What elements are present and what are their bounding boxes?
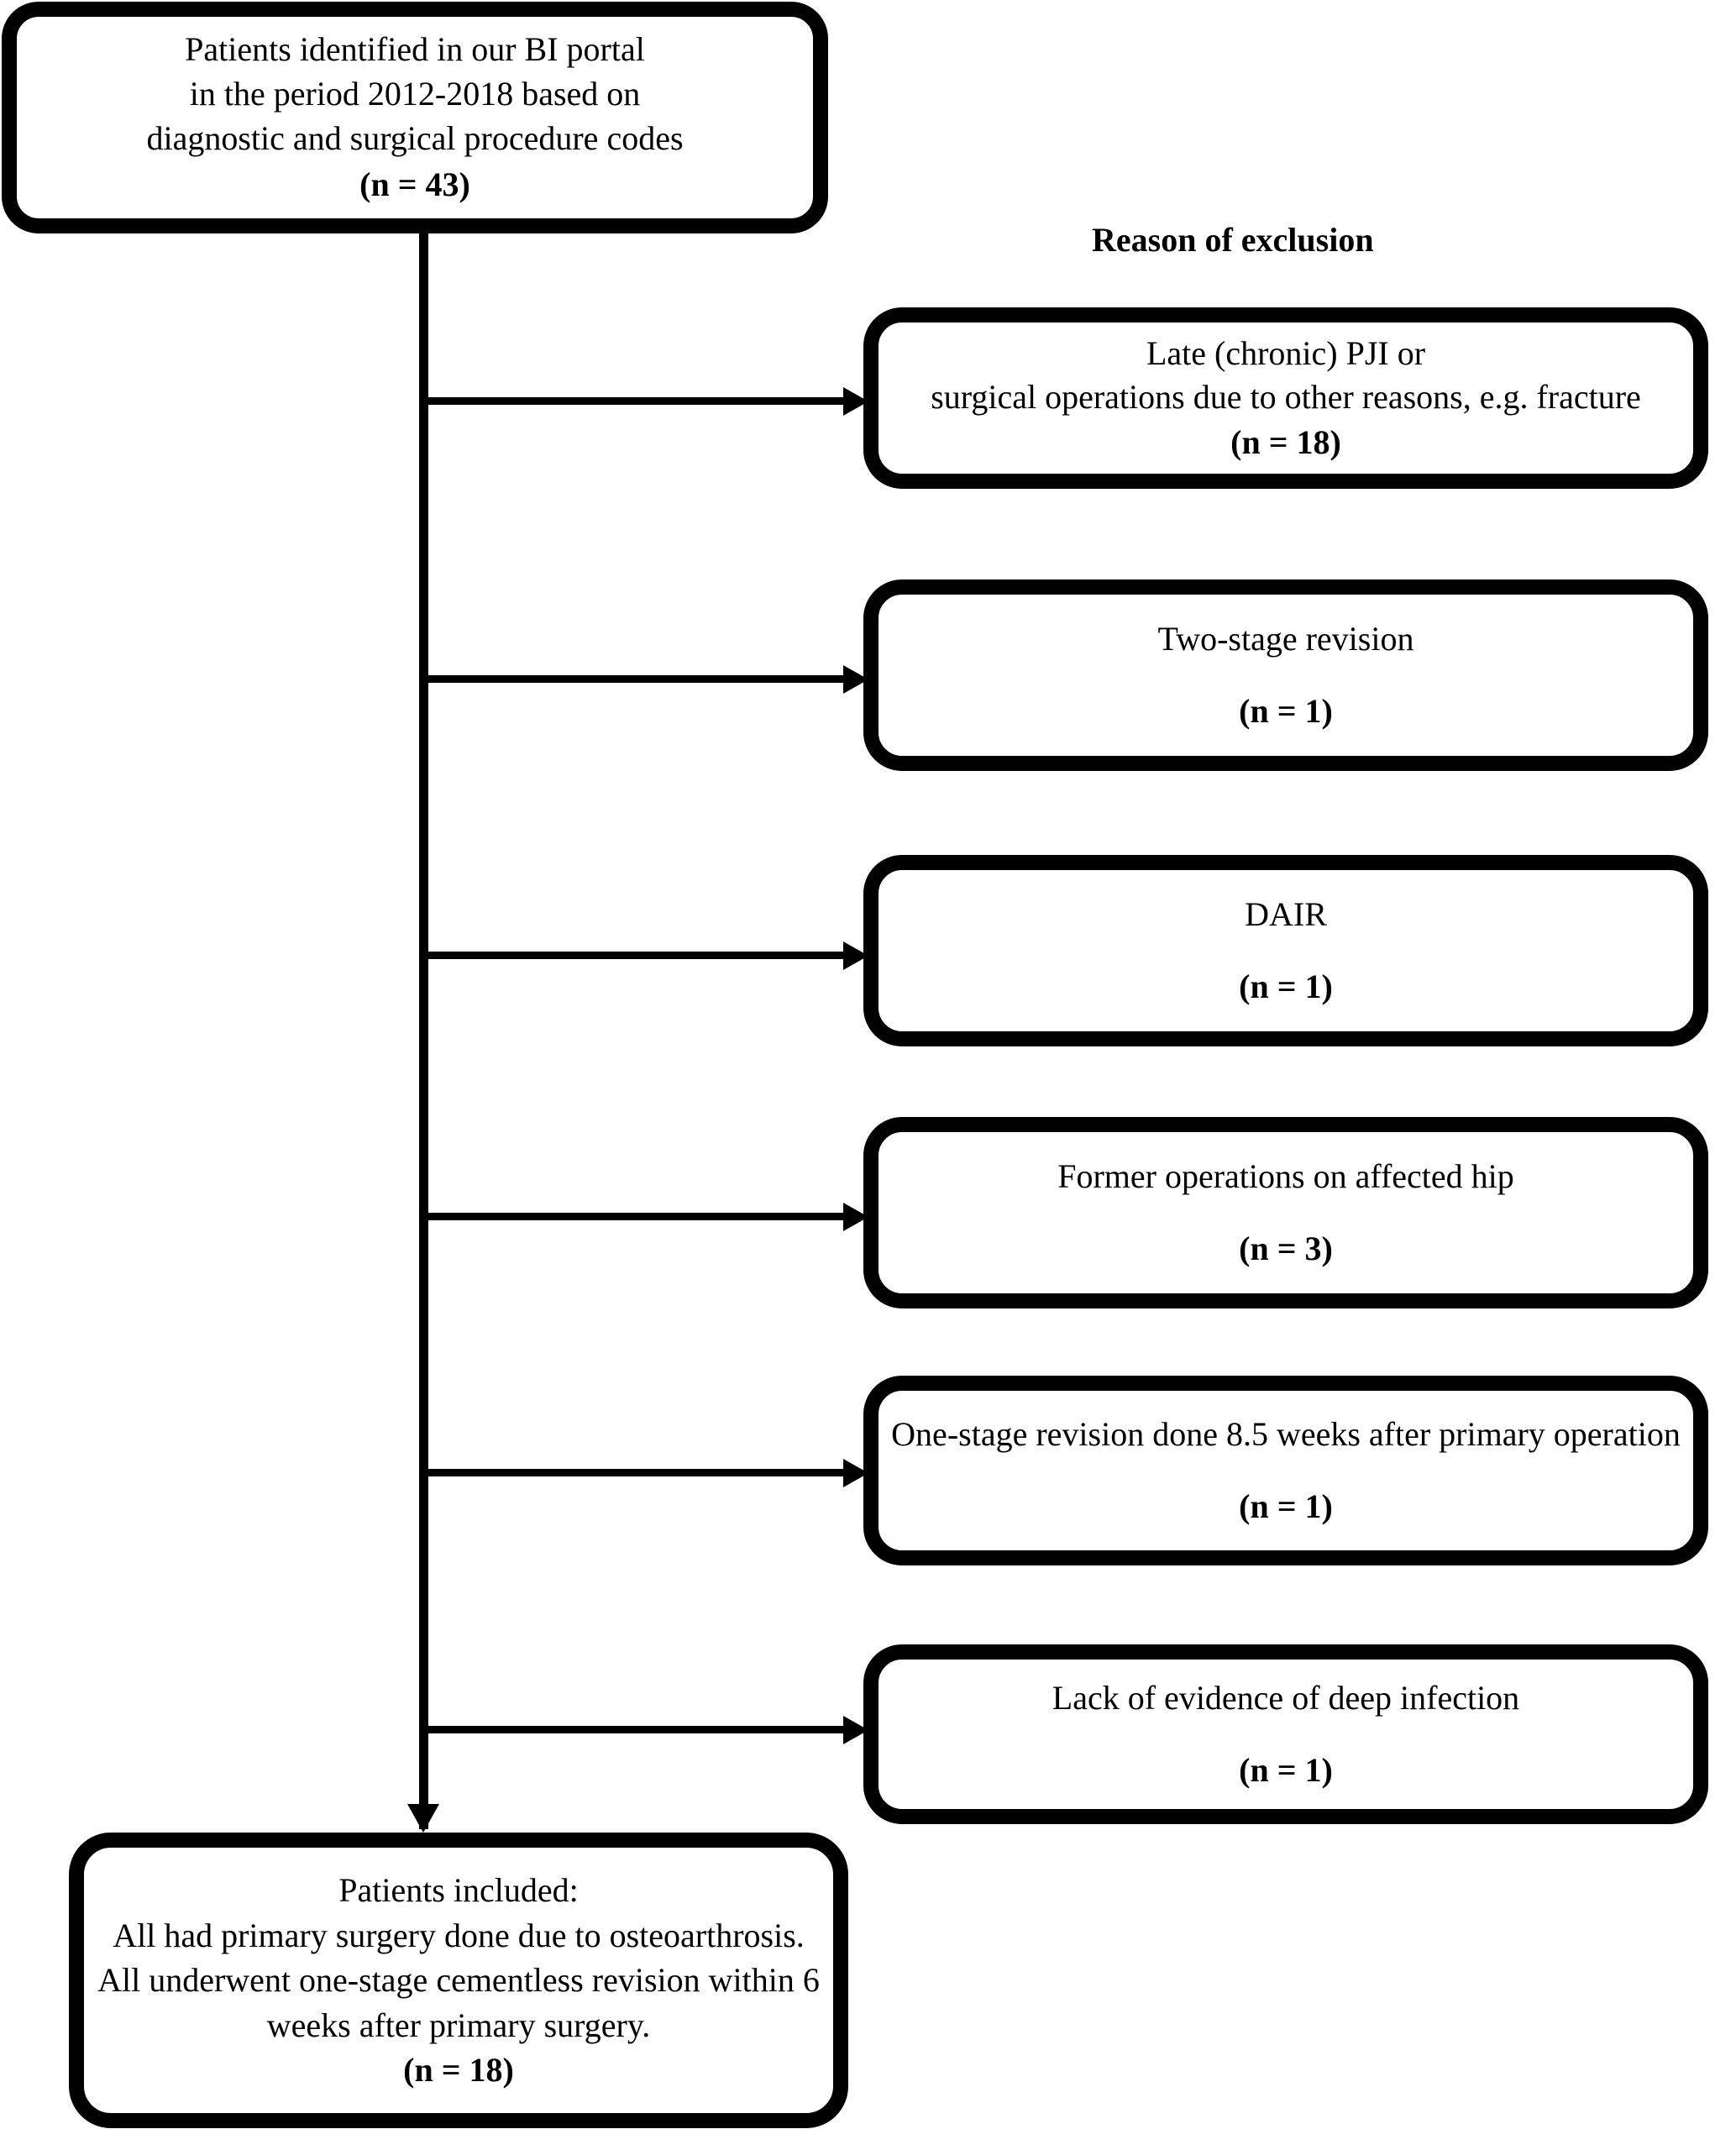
exclusion-box-5-line-1: One-stage revision done 8.5 weeks after …: [891, 1415, 1681, 1453]
branch-line-5: [424, 1469, 849, 1476]
included-box-line-4: weeks after primary surgery.: [266, 2006, 651, 2044]
included-box: Patients included: All had primary surge…: [69, 1833, 848, 2128]
trunk-line: [419, 232, 428, 1829]
exclusion-box-3: DAIR (n = 1): [863, 855, 1708, 1046]
source-box-line-2: in the period 2012-2018 based on: [189, 75, 641, 113]
exclusion-box-5-count: (n = 1): [1239, 1487, 1333, 1525]
included-box-count: (n = 18): [403, 2051, 514, 2090]
exclusion-box-3-line-1: DAIR: [1245, 895, 1327, 933]
exclusion-box-6-line-1: Lack of evidence of deep infection: [1052, 1679, 1520, 1717]
exclusion-box-6-count: (n = 1): [1239, 1751, 1333, 1789]
exclusion-box-4-count: (n = 3): [1239, 1230, 1333, 1267]
exclusion-box-1-line-1: Late (chronic) PJI or: [1146, 334, 1426, 372]
exclusion-box-4-line-1: Former operations on affected hip: [1057, 1157, 1514, 1195]
branch-line-1: [424, 397, 849, 405]
exclusion-box-2: Two-stage revision (n = 1): [863, 579, 1708, 771]
exclusion-box-5: One-stage revision done 8.5 weeks after …: [863, 1376, 1708, 1565]
exclusion-box-1-count: (n = 18): [1230, 423, 1341, 461]
branch-line-4: [424, 1213, 849, 1220]
branch-line-3: [424, 952, 849, 959]
exclusion-box-6: Lack of evidence of deep infection (n = …: [863, 1644, 1708, 1824]
exclusion-box-3-count: (n = 1): [1239, 967, 1333, 1005]
source-box-line-1: Patients identified in our BI portal: [185, 30, 645, 69]
included-box-line-3: All underwent one-stage cementless revis…: [97, 1961, 820, 2000]
trunk-arrowhead-icon: [407, 1804, 439, 1833]
branch-line-2: [424, 675, 849, 683]
source-box-count: (n = 43): [359, 165, 470, 203]
branch-line-6: [424, 1726, 849, 1733]
exclusion-heading: Reason of exclusion: [1092, 221, 1374, 259]
exclusion-box-4: Former operations on affected hip (n = 3…: [863, 1117, 1708, 1308]
included-box-line-1: Patients included:: [338, 1871, 579, 1910]
exclusion-box-2-count: (n = 1): [1239, 692, 1333, 730]
included-box-line-2: All had primary surgery done due to oste…: [113, 1916, 805, 1954]
source-box-line-3: diagnostic and surgical procedure codes: [146, 119, 684, 157]
exclusion-box-1: Late (chronic) PJI or surgical operation…: [863, 307, 1708, 489]
exclusion-box-2-line-1: Two-stage revision: [1157, 620, 1414, 658]
exclusion-box-1-line-2: surgical operations due to other reasons…: [931, 378, 1641, 416]
source-box: Patients identified in our BI portal in …: [2, 2, 828, 233]
